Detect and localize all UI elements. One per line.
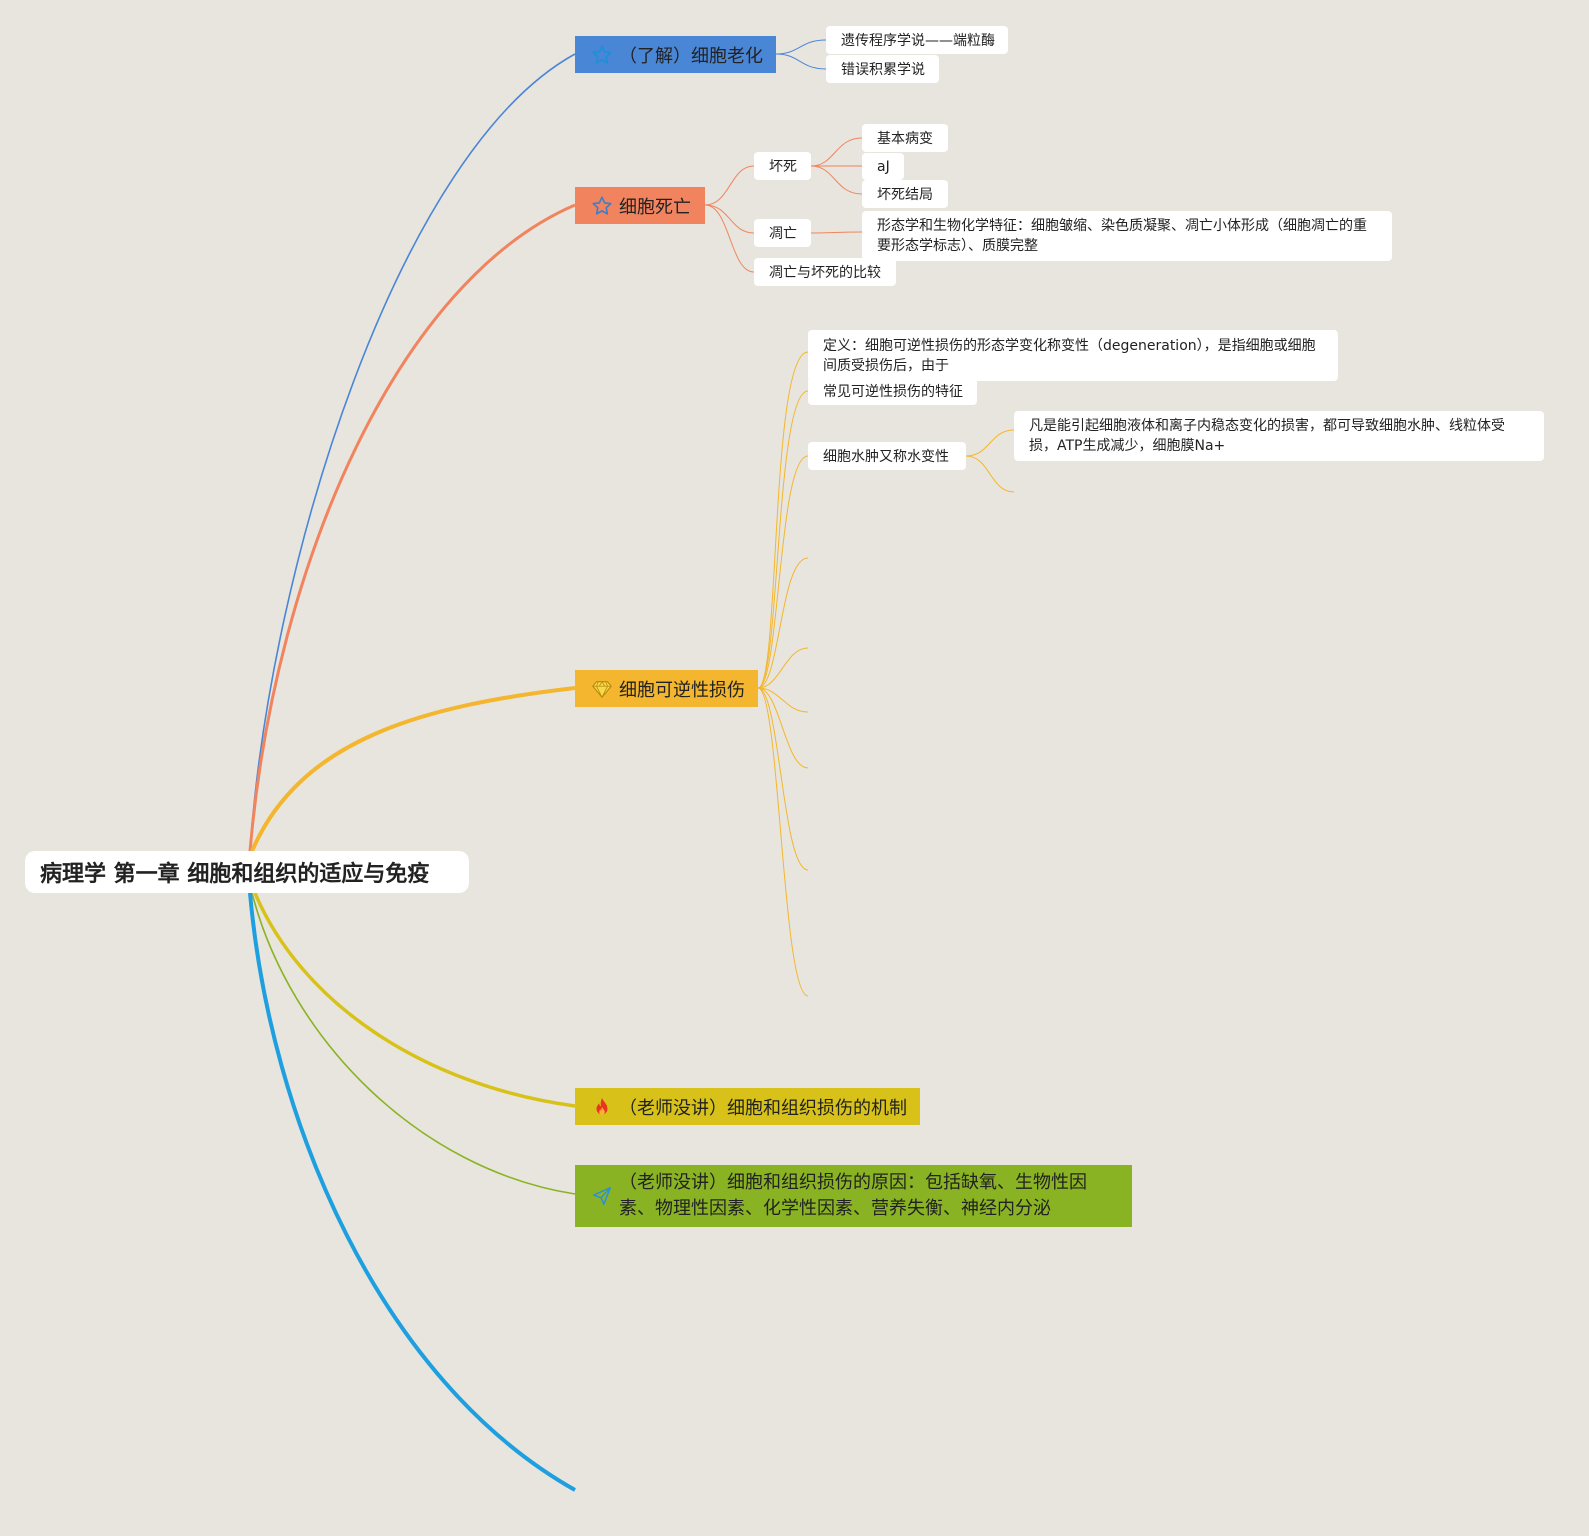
connector-aging-1 bbox=[775, 39, 827, 55]
connector-rev-empty-6 bbox=[757, 687, 809, 997]
connector-rev-empty-3 bbox=[757, 687, 809, 713]
root-topic-label: 病理学 第一章 细胞和组织的适应与免疫 bbox=[40, 862, 430, 887]
connector-rev-empty-2 bbox=[757, 647, 809, 689]
reversible-definition[interactable]: 定义：细胞可逆性损伤的形态学变化称变性（degeneration），是指细胞或细… bbox=[808, 330, 1338, 381]
star-icon bbox=[592, 44, 612, 64]
aging-child-telomerase[interactable]: 遗传程序学说——端粒酶 bbox=[826, 26, 1008, 54]
necrosis-child-basic-lesion-label: 基本病变 bbox=[877, 131, 933, 147]
death-compare[interactable]: 凋亡与坏死的比较 bbox=[754, 258, 896, 286]
aging-child-error-accumulation[interactable]: 错误积累学说 bbox=[826, 55, 939, 83]
star-icon bbox=[592, 195, 612, 215]
paper-plane-icon bbox=[593, 1187, 611, 1205]
aging-child-telomerase-label: 遗传程序学说——端粒酶 bbox=[841, 33, 995, 49]
connector-death-compare bbox=[704, 204, 755, 273]
connector-rev-empty-1 bbox=[757, 557, 809, 689]
branch-line-empty-topic bbox=[248, 892, 576, 1492]
death-compare-label: 凋亡与坏死的比较 bbox=[769, 265, 881, 281]
root-topic[interactable]: 病理学 第一章 细胞和组织的适应与免疫 bbox=[25, 851, 469, 893]
apoptosis-child-features[interactable]: 形态学和生物化学特征：细胞皱缩、染色质凝聚、凋亡小体形成（细胞凋亡的重要形态学标… bbox=[862, 211, 1392, 261]
branch-line-causes bbox=[251, 892, 576, 1195]
topic-reversible-injury[interactable]: 细胞可逆性损伤 bbox=[575, 670, 758, 707]
topic-reversible-injury-label: 细胞可逆性损伤 bbox=[619, 679, 745, 701]
branch-line-mechanism bbox=[253, 892, 576, 1108]
necrosis-child-outcome-label: 坏死结局 bbox=[877, 187, 933, 203]
connector-rev-features bbox=[757, 390, 809, 689]
connector-apoptosis-1 bbox=[810, 231, 863, 234]
topic-cell-aging[interactable]: （了解）细胞老化 bbox=[575, 36, 776, 73]
reversible-features-label: 常见可逆性损伤的特征 bbox=[823, 384, 963, 400]
connector-rev-swelling bbox=[757, 455, 809, 689]
connector-aging-2 bbox=[775, 53, 827, 70]
topic-cell-death[interactable]: 细胞死亡 bbox=[575, 187, 705, 224]
branch-line-reversible bbox=[250, 686, 576, 852]
death-apoptosis-label: 凋亡 bbox=[769, 226, 797, 242]
necrosis-child-aj-label: aJ bbox=[877, 158, 890, 175]
connector-rev-empty-5 bbox=[757, 687, 809, 871]
topic-cell-death-label: 细胞死亡 bbox=[619, 196, 691, 218]
necrosis-child-aj[interactable]: aJ bbox=[862, 153, 904, 180]
branch-line-death bbox=[248, 203, 576, 852]
topic-injury-mechanism-label: （老师没讲）细胞和组织损伤的机制 bbox=[619, 1097, 907, 1119]
fire-icon bbox=[596, 1097, 608, 1115]
branch-line-aging bbox=[249, 53, 576, 852]
connector-death-necrosis bbox=[704, 165, 755, 206]
death-apoptosis[interactable]: 凋亡 bbox=[754, 219, 811, 247]
necrosis-child-outcome[interactable]: 坏死结局 bbox=[862, 180, 948, 208]
connector-rev-definition bbox=[757, 351, 809, 689]
connector-swelling-1 bbox=[965, 429, 1015, 457]
necrosis-child-basic-lesion[interactable]: 基本病变 bbox=[862, 124, 948, 152]
reversible-features[interactable]: 常见可逆性损伤的特征 bbox=[808, 377, 977, 405]
topic-injury-causes-label: （老师没讲）细胞和组织损伤的原因：包括缺氧、生物性因素、物理性因素、化学性因素、… bbox=[619, 1172, 1087, 1219]
topic-injury-mechanism[interactable]: （老师没讲）细胞和组织损伤的机制 bbox=[575, 1088, 920, 1125]
connector-swelling-empty bbox=[965, 455, 1015, 493]
connector-death-apoptosis bbox=[704, 204, 755, 234]
swelling-child-cause[interactable]: 凡是能引起细胞液体和离子内稳态变化的损害，都可导致细胞水肿、线粒体受损，ATP生… bbox=[1014, 411, 1544, 461]
reversible-cell-swelling[interactable]: 细胞水肿又称水变性 bbox=[808, 442, 966, 470]
connector-necrosis-1 bbox=[810, 137, 863, 167]
gem-icon bbox=[592, 680, 612, 698]
connector-necrosis-3 bbox=[810, 165, 863, 195]
death-necrosis[interactable]: 坏死 bbox=[754, 152, 811, 180]
connector-rev-empty-4 bbox=[757, 687, 809, 769]
death-necrosis-label: 坏死 bbox=[769, 159, 797, 175]
swelling-child-cause-label: 凡是能引起细胞液体和离子内稳态变化的损害，都可导致细胞水肿、线粒体受损，ATP生… bbox=[1029, 418, 1505, 454]
topic-cell-aging-label: （了解）细胞老化 bbox=[619, 45, 763, 67]
apoptosis-child-features-label: 形态学和生物化学特征：细胞皱缩、染色质凝聚、凋亡小体形成（细胞凋亡的重要形态学标… bbox=[877, 218, 1367, 254]
aging-child-error-accumulation-label: 错误积累学说 bbox=[841, 62, 925, 78]
reversible-cell-swelling-label: 细胞水肿又称水变性 bbox=[823, 449, 949, 465]
reversible-definition-label: 定义：细胞可逆性损伤的形态学变化称变性（degeneration），是指细胞或细… bbox=[823, 337, 1316, 374]
topic-injury-causes[interactable]: （老师没讲）细胞和组织损伤的原因：包括缺氧、生物性因素、物理性因素、化学性因素、… bbox=[575, 1165, 1132, 1227]
